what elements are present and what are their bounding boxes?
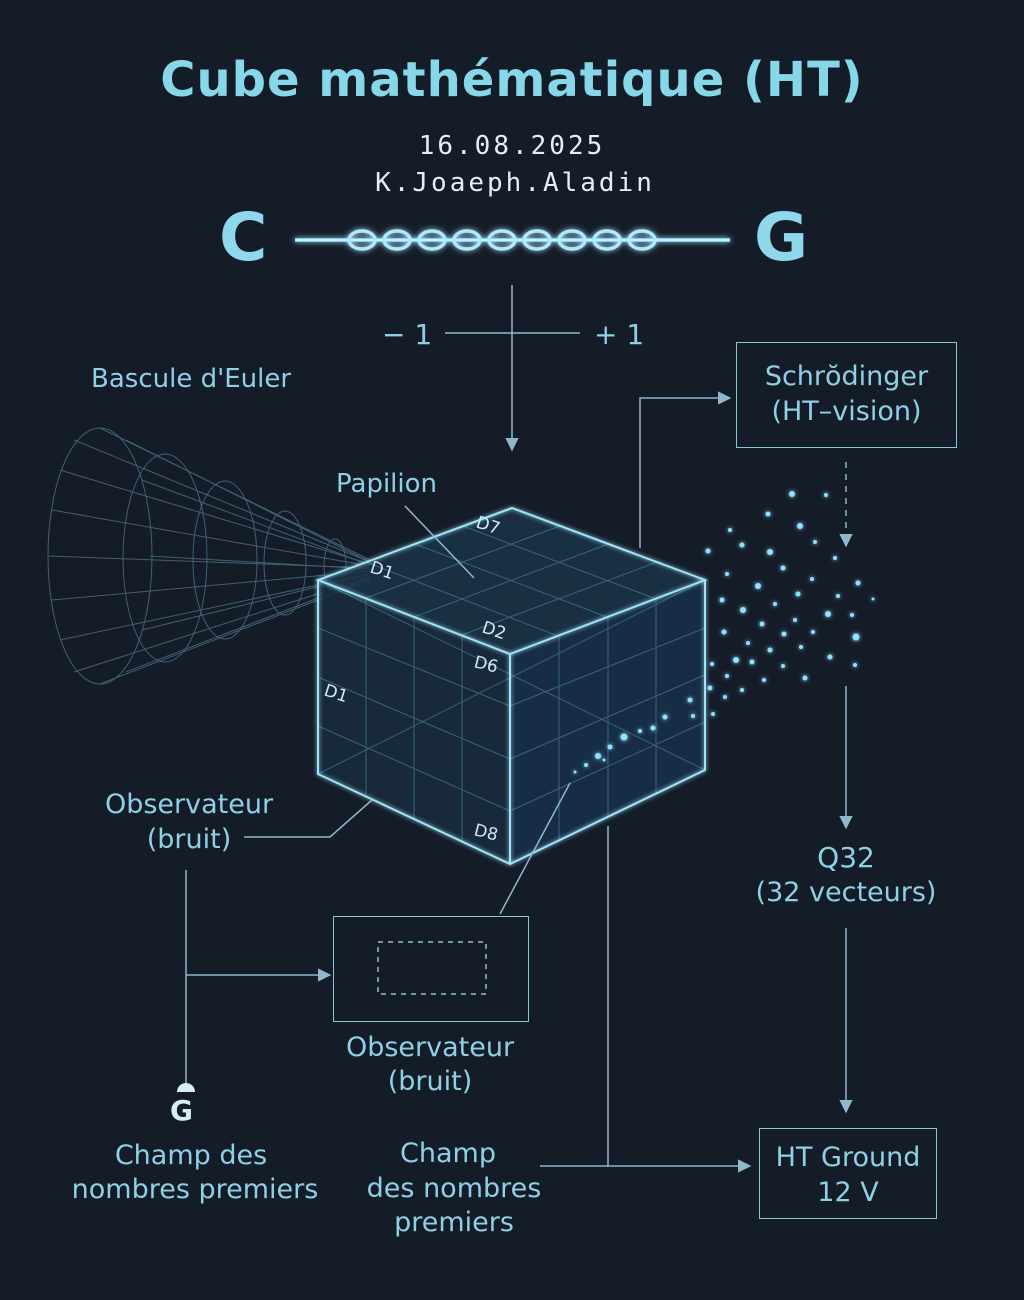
ht-ground-voltage: 12 V: [817, 1177, 879, 1208]
observer-center-label: Observateur: [345, 1032, 515, 1063]
euler-label: Bascule d'Euler: [91, 364, 292, 394]
prime-field-left-sublabel: nombres premiers: [71, 1174, 319, 1205]
chain-left-letter: C: [219, 199, 268, 276]
cube: [315, 506, 708, 866]
observer-left-sublabel: (bruit): [146, 824, 232, 855]
author-label: K.Joaeph.Aladin: [375, 168, 655, 198]
euler-cone: [47, 427, 371, 685]
ht-ground-box: [759, 1128, 937, 1219]
prime-field-center-sublabel: des nombres: [366, 1173, 542, 1204]
date-label: 16.08.2025: [418, 131, 606, 161]
schrodinger-sublabel: (HT–vision): [771, 396, 922, 427]
axis-minus-label: − 1: [382, 318, 433, 351]
q32-sublabel: (32 vecteurs): [755, 877, 937, 908]
quantum-particles: [573, 491, 875, 774]
observer-left-label: Observateur: [104, 789, 274, 820]
axis-plus-label: + 1: [594, 318, 645, 351]
schrodinger-label: Schrŏdinger: [764, 361, 929, 392]
observer-box: [333, 916, 529, 1022]
papilion-label: Papilion: [336, 469, 438, 499]
ground-letter: G: [170, 1094, 193, 1127]
ground-icon: [177, 1083, 195, 1092]
axis-cross: [445, 285, 580, 452]
page-title: Cube mathématique (HT): [160, 52, 864, 108]
q32-label: Q32: [817, 841, 875, 874]
prime-field-left-label: Champ des: [114, 1140, 268, 1171]
schrodinger-box: [736, 342, 957, 448]
ht-ground-label: HT Ground: [775, 1142, 921, 1173]
observer-inner-dashed: [377, 941, 487, 995]
chain-link: [295, 229, 730, 251]
connectors: [185, 391, 853, 1173]
chain-right-letter: G: [754, 199, 809, 276]
prime-field-center-sublabel-2: premiers: [394, 1207, 514, 1238]
prime-field-center-label: Champ: [400, 1138, 496, 1169]
observer-center-sublabel: (bruit): [387, 1066, 473, 1097]
